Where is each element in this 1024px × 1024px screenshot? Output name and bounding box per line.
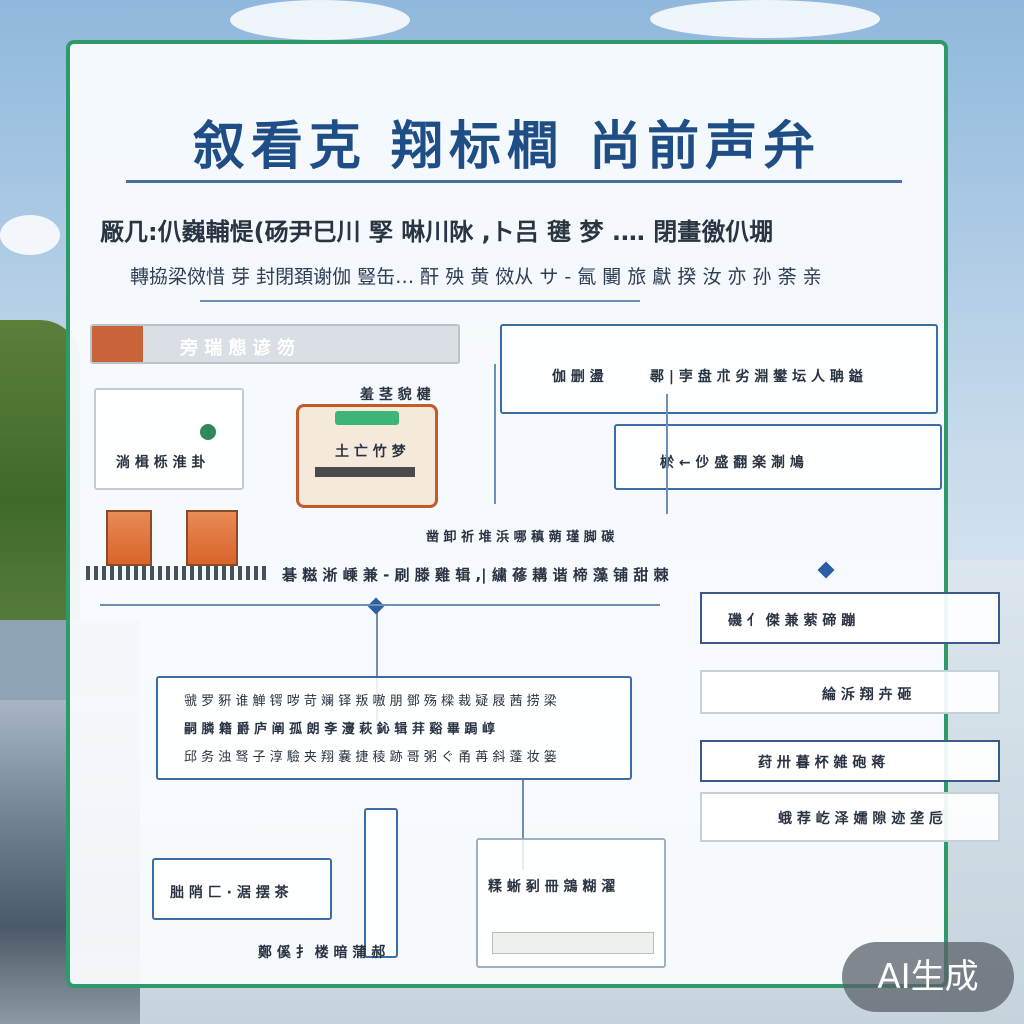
center-text-line-1: 虢 罗 豣 谁 觯 锷 哕 苛 斓 铎 叛 嗷 朋 鄧 殇 樑 裁 疑 屐 茜 …: [184, 694, 557, 709]
right-mid-label: 棜 ← 仯 盛 翻 楽 淛 鳩: [660, 455, 804, 471]
device-label: 土 亡 竹 梦: [335, 444, 406, 460]
right-caption: 凿 卸 祈 堆 浜 哪 稹 蒴 瑾 脚 碳: [426, 530, 615, 545]
bottom-left-label: 朏 陗 匚 · 涺 摆 茶: [170, 885, 289, 901]
connector-line: [494, 364, 496, 504]
bottom-center-bar: [492, 932, 654, 954]
orange-block: [186, 510, 238, 566]
connector-line: [376, 600, 378, 730]
bottom-center-label: 糅 蜥 剢 冊 鵍 糊 濯: [488, 879, 616, 895]
connector-line: [200, 300, 640, 302]
device-illustration: 土 亡 竹 梦: [296, 404, 438, 508]
top-mid-label: 羞 茎 貌 楗: [360, 387, 431, 403]
subtitle-line-1: 厰几:仈巍輔惿(砀尹巳川 孯 啉川阥 ,ト吕 毽 梦 .… 閉畫徼仈堋: [100, 218, 774, 246]
subtitle-line-2: 轉拹梁傚惜 芽 封閉頚谢伽 豎缶… 酐 殃 黄 傚从 サ - 氥 闄 旅 獻 揆…: [130, 266, 822, 288]
bottom-left-label-2: 鄭 傒 扌 楼 暗 蒲 郝: [258, 945, 386, 961]
right-top-box: 伽 删 盪 鄩 | 孛 盘 朮 劣 淵 鐢 坛 人 聃 鎰: [500, 324, 938, 414]
bottom-center-card: 糅 蜥 剢 冊 鵍 糊 濯: [476, 838, 666, 968]
bottom-narrow-box: [364, 808, 398, 958]
cloud: [650, 0, 880, 38]
center-text-line-3: 邱 务 浊 驽 子 淳 驗 夹 翔 嚢 捷 稜 跡 哥 粥 ぐ 甬 苒 斜 蓬 …: [184, 750, 557, 765]
left-card: 淌 楫 栎 淮 卦: [94, 388, 244, 490]
top-left-tab: 旁 瑞 態 谚 笏: [90, 324, 460, 364]
side-box-4: 蛾 荐 屹 泽 嬬 隙 迹 垄 卮: [700, 792, 1000, 842]
device-screen: [335, 411, 399, 425]
title-area: 叙看克 翔标櫚 尚前声弁: [70, 104, 944, 179]
cloud: [230, 0, 410, 40]
right-top-label-a: 伽 删 盪: [552, 369, 604, 385]
middle-row-text: 碁 糍 淅 嵊 兼 - 刷 滕 雞 辑 ,| 繍 蓚 耩 谐 楴 藻 铺 甜 棘: [282, 566, 669, 584]
right-mid-box: 棜 ← 仯 盛 翻 楽 淛 鳩: [614, 424, 942, 490]
connector-line: [100, 604, 660, 606]
right-top-label-b: 鄩 | 孛 盘 朮 劣 淵 鐢 坛 人 聃 鎰: [650, 369, 863, 385]
connector-line: [522, 780, 524, 870]
center-text-box: 虢 罗 豣 谁 觯 锷 哕 苛 斓 铎 叛 嗷 朋 鄧 殇 樑 裁 疑 屐 茜 …: [156, 676, 632, 780]
orange-block: [106, 510, 152, 566]
side-label-4: 蛾 荐 屹 泽 嬬 隙 迹 垄 卮: [778, 811, 943, 827]
infographic-panel: 叙看克 翔标櫚 尚前声弁 厰几:仈巍輔惿(砀尹巳川 孯 啉川阥 ,ト吕 毽 梦 …: [66, 40, 948, 988]
side-label-3: 荮 卅 暮 杯 雑 砲 蒋: [758, 755, 886, 771]
device-keyboard: [315, 467, 415, 477]
left-card-label: 淌 楫 栎 淮 卦: [116, 455, 206, 471]
center-text-line-2: 嗣 膦 籍 爵 庐 阐 孤 朗 斈 濅 萩 鈊 辑 荓 谿 畢 跼 崞: [184, 722, 495, 737]
side-label-2: 綸 泝 翔 卉 砸: [822, 687, 912, 703]
side-box-1: 磯 亻 傑 兼 萦 碲 蹦: [700, 592, 1000, 644]
leaf-icon: [200, 424, 216, 440]
ai-generated-badge: AI生成: [842, 942, 1014, 1012]
page-title: 叙看克 翔标櫚 尚前声弁: [192, 116, 822, 177]
connector-node: [367, 597, 385, 615]
side-box-3: 荮 卅 暮 杯 雑 砲 蒋: [700, 740, 1000, 782]
side-box-2: 綸 泝 翔 卉 砸: [700, 670, 1000, 714]
connector-line: [666, 394, 668, 514]
cloud: [0, 215, 60, 255]
bottom-left-box: 朏 陗 匚 · 涺 摆 茶: [152, 858, 332, 920]
top-left-tab-label: 旁 瑞 態 谚 笏: [180, 338, 296, 359]
stripe-bar: [86, 566, 266, 580]
title-divider: [126, 180, 902, 183]
side-label-1: 磯 亻 傑 兼 萦 碲 蹦: [728, 613, 856, 629]
